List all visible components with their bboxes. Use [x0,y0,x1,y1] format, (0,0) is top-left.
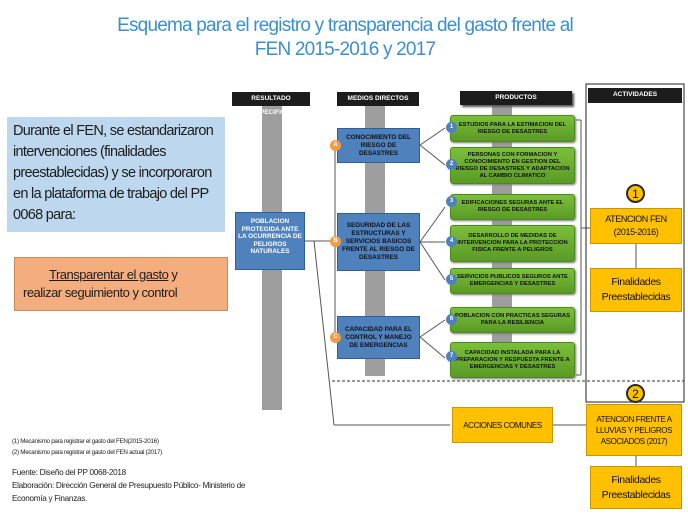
atencion-fen-box: ATENCION FEN (2015-2016) [590,208,682,244]
source-line-1: Fuente: Diseño del PP 0068-2018 [12,468,126,477]
acciones-comunes-box: ACCIONES COMUNES [452,407,553,443]
medio-a-letter: A [330,140,341,151]
producto-5-number: 5 [446,274,457,285]
transparency-box: Transparentar el gasto y realizar seguim… [14,257,228,311]
badge-1: 1 [626,184,645,203]
producto-2-box: PERSONAS CON FORMACION Y CONOCIMIENTO EN… [450,147,575,184]
producto-1-number: 1 [446,122,457,133]
header-medios: MEDIOS DIRECTOS [337,92,419,106]
producto-4-box: DESARROLLO DE MEDIDAS DE INTERVENCION PA… [450,225,575,262]
header-resultado: RESULTADO ESPECIFICO [232,92,310,116]
medio-c-letter: C [330,332,341,343]
intro-text-box: Durante el FEN, se estandarizaron interv… [7,117,225,232]
medio-a-box: CONOCIMIENTO DEL RIESGO DE DESASTRES [337,128,420,163]
producto-2-number: 2 [446,159,457,170]
producto-7-box: CAPACIDAD INSTALADA PARA LA PREPARACION … [450,342,575,378]
resultado-box: POBLACION PROTEGIDA ANTE LA OCURRENCIA D… [235,212,305,270]
footnote-1: (1) Mecanismo para registrar el gasto de… [12,438,159,445]
source-line-2: Elaboración: Dirección General de Presup… [12,481,246,503]
finalidades-box-2: Finalidades Preestablecidas [590,466,682,509]
transparency-underlined: Transparentar el gasto [49,267,169,282]
footnotes: (1) Mecanismo para registrar el gasto de… [12,436,232,458]
producto-6-number: 6 [446,314,457,325]
title-line-1: Esquema para el registro y transparencia… [117,15,574,36]
title-line-2: FEN 2015-2016 y 2017 [254,39,436,60]
producto-3-box: EDIFICACIONES SEGURAS ANTE EL RIESGO DE … [450,194,575,220]
atencion-lluvias-box: ATENCION FRENTE A LLUVIAS Y PELIGROS ASO… [586,404,682,456]
medio-b-box: SEGURIDAD DE LAS ESTRUCTURAS Y SERVICIOS… [337,213,420,271]
producto-6-box: POBLACION CON PRACTICAS SEGURAS PARA LA … [450,307,575,333]
page-title: Esquema para el registro y transparencia… [90,14,600,62]
medio-c-box: CAPACIDAD PARA EL CONTROL Y MANEJO DE EM… [337,316,420,359]
producto-4-number: 4 [446,236,457,247]
header-productos: PRODUCTOS [460,91,572,105]
producto-3-number: 3 [446,196,457,207]
producto-7-number: 7 [446,351,457,362]
transparency-rest: y realizar seguimiento y control [23,267,178,300]
source-text: Fuente: Diseño del PP 0068-2018 Elaborac… [12,466,267,505]
finalidades-box-1: Finalidades Preestablecidas [590,268,682,312]
footnote-2: (2) Mecanismo para registrar el gasto de… [12,449,162,456]
producto-5-box: SERVICIOS PUBLICOS SEGUROS ANTE EMERGENC… [450,268,575,294]
badge-2: 2 [626,384,645,403]
header-actividades: ACTIVIDADES [588,88,682,103]
medio-b-letter: B [330,236,341,247]
producto-1-box: ESTUDIOS PARA LA ESTIMACION DEL RIESGO D… [450,115,575,142]
